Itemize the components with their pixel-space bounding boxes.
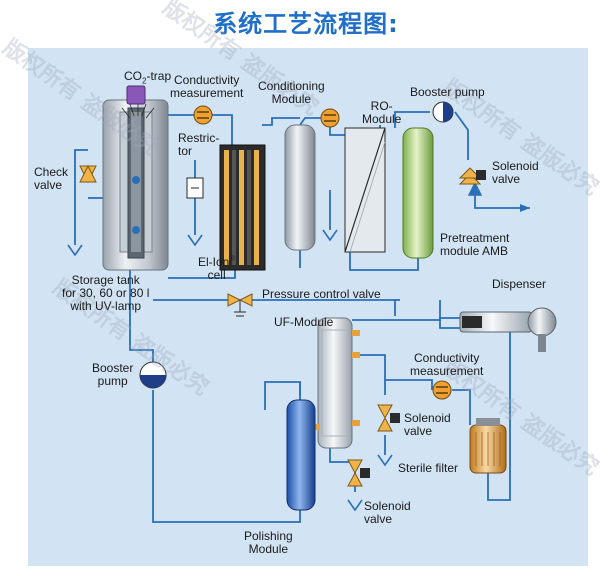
conductivity-mid-label: Conductivity measurement	[410, 351, 484, 378]
page-title: 系统工艺流程图:	[213, 10, 399, 38]
dispenser	[459, 307, 557, 352]
booster-pump-top-label: Booster pump	[410, 85, 485, 99]
conductivity-top-label: Conductivity measurement	[170, 73, 244, 100]
inlet-arrow-icon	[520, 204, 530, 212]
el-ion-cell	[219, 144, 266, 271]
restrictor-icon	[186, 177, 204, 199]
conditioning-module-label: Conditioning Module	[258, 79, 325, 106]
ro-module	[344, 127, 386, 253]
booster-pump-left-label: Booster pump	[92, 361, 134, 388]
booster-pump-left-icon	[139, 361, 167, 389]
dispenser-label: Dispenser	[492, 277, 547, 291]
pressure-control-valve-icon	[227, 293, 253, 317]
solenoid-valve-bottom-label: Solenoid valve	[364, 499, 411, 526]
polishing-module	[286, 399, 316, 511]
conditioning-module	[284, 124, 316, 251]
booster-pump-top-icon	[432, 101, 454, 123]
check-valve-label: Check valve	[34, 165, 69, 192]
storage-tank-label: Storage tank for 30, 60 or 80 l with UV-…	[62, 273, 150, 313]
ro-module-label: RO- Module	[362, 99, 402, 126]
solenoid-valve-top-icon	[458, 167, 486, 185]
uv-lamp-rays	[121, 103, 155, 119]
uf-module-label: UF-Module	[274, 315, 334, 329]
pretreatment-module-label: Pretreatment module AMB	[440, 231, 510, 258]
storage-tank	[102, 99, 169, 271]
solenoid-valve-top-label: Solenoid valve	[492, 159, 539, 186]
restrictor-drain-icon	[187, 234, 203, 247]
solenoid-valve-mid-icon	[377, 404, 400, 432]
solenoid-valve-bottom-icon	[347, 459, 370, 487]
conditioning-drain-icon	[322, 229, 338, 242]
check-valve-drain-icon	[67, 244, 83, 257]
restrictor-label: Restric- tor	[178, 131, 220, 158]
co2-trap	[126, 85, 146, 105]
pretreatment-module	[402, 127, 434, 259]
solenoid-valve-mid-label: Solenoid valve	[404, 411, 451, 438]
co2-trap-label: CO2-trap	[124, 69, 172, 86]
check-valve-icon	[79, 164, 97, 184]
conductivity-meter-mid	[432, 380, 452, 400]
uf-module	[312, 317, 360, 449]
solenoid-bottom-drain-icon	[347, 499, 363, 512]
sterile-filter-label: Sterile filter	[398, 461, 459, 475]
pipe-network	[74, 111, 530, 523]
solenoid-mid-drain-icon	[377, 454, 393, 467]
conductivity-meter-top	[193, 105, 213, 125]
el-ion-cell-label: El-Ion®cell	[198, 254, 236, 282]
pressure-control-valve-label: Pressure control valve	[262, 287, 381, 301]
polishing-module-label: Polishing Module	[244, 529, 293, 556]
sterile-filter	[469, 418, 507, 474]
conductivity-meter-conditioning	[320, 108, 340, 128]
